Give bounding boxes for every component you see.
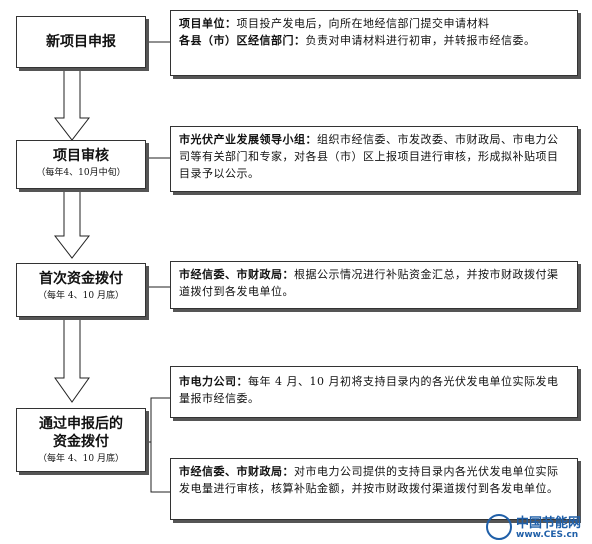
desc-new-project-label-2: 各县（市）区经信部门： <box>179 34 306 47</box>
desc-review-label: 市光伏产业发展领导小组： <box>179 133 317 146</box>
desc-power-company: 市电力公司：每年 4 月、10 月初将支持目录内的各光伏发电单位实际发电量报市经… <box>170 366 578 418</box>
desc-new-project: 项目单位：项目投产发电后，向所在地经信部门提交申请材料 各县（市）区经信部门：负… <box>170 10 578 76</box>
globe-icon <box>486 514 512 540</box>
watermark-url: www.CES.cn <box>516 530 579 540</box>
step-first-payment-note: （每年 4、10 月底） <box>38 291 124 301</box>
desc-later-payment-label: 市经信委、市财政局： <box>179 465 294 478</box>
step-later-payment-title-1: 通过申报后的 <box>39 416 123 432</box>
desc-power-company-label: 市电力公司： <box>179 375 248 388</box>
desc-new-project-label-1: 项目单位： <box>179 17 237 30</box>
bracket-step4 <box>150 397 170 493</box>
watermark-title: 中国节能网 <box>516 516 582 531</box>
desc-later-payment-text: 对市电力公司提供的支持目录内各光伏发电单位实际发电量进行审核，核算补贴金额，并按… <box>179 465 559 495</box>
desc-new-project-text-1: 项目投产发电后，向所在地经信部门提交申请材料 <box>236 17 490 30</box>
arrow-down-3 <box>54 316 90 403</box>
desc-new-project-text-2: 负责对申请材料进行初审，并转报市经信委。 <box>305 34 536 47</box>
desc-power-company-text: 每年 4 月、10 月初将支持目录内的各光伏发电单位实际发电量报市经信委。 <box>179 375 559 405</box>
step-later-payment: 通过申报后的 资金拨付 （每年 4、10 月底） <box>16 408 146 472</box>
step-review-title: 项目审核 <box>53 148 109 164</box>
desc-review: 市光伏产业发展领导小组：组织市经信委、市发改委、市财政局、市电力公司等有关部门和… <box>170 126 578 192</box>
step-new-project: 新项目申报 <box>16 16 146 68</box>
step-review-note: （每年4、10月中旬） <box>36 168 126 178</box>
step-new-project-title: 新项目申报 <box>46 34 116 50</box>
step-later-payment-title-2: 资金拨付 <box>53 434 109 450</box>
step-review: 项目审核 （每年4、10月中旬） <box>16 140 146 189</box>
arrow-down-1 <box>53 67 91 141</box>
desc-first-payment: 市经信委、市财政局：根据公示情况进行补贴资金汇总，并按市财政拨付渠道拨付到各发电… <box>170 261 578 309</box>
watermark-logo: 中国节能网 www.CES.cn <box>486 512 592 544</box>
arrow-down-2 <box>53 188 91 259</box>
desc-review-text: 组织市经信委、市发改委、市财政局、市电力公司等有关部门和专家，对各县（市）区上报… <box>179 133 559 180</box>
desc-first-payment-text: 根据公示情况进行补贴资金汇总，并按市财政拨付渠道拨付到各发电单位。 <box>179 268 559 298</box>
step-first-payment: 首次资金拨付 （每年 4、10 月底） <box>16 263 146 317</box>
step-first-payment-title: 首次资金拨付 <box>39 271 123 287</box>
desc-first-payment-label: 市经信委、市财政局： <box>179 268 294 281</box>
step-later-payment-note: （每年 4、10 月底） <box>38 454 124 464</box>
desc-later-payment: 市经信委、市财政局：对市电力公司提供的支持目录内各光伏发电单位实际发电量进行审核… <box>170 458 578 520</box>
